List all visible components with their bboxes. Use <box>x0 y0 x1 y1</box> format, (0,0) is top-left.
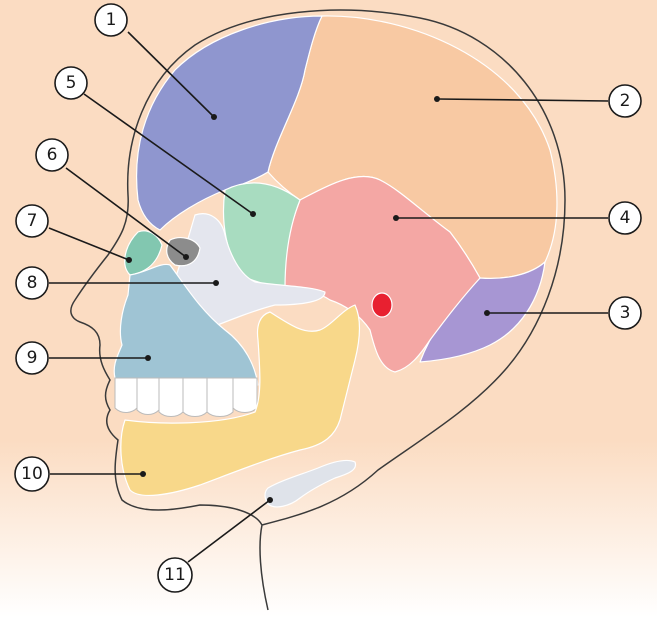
label-3: 3 <box>620 303 631 323</box>
label-1: 1 <box>106 10 117 30</box>
label-10: 10 <box>21 464 43 484</box>
label-2: 2 <box>620 91 631 111</box>
label-9: 9 <box>27 348 38 368</box>
label-4: 4 <box>620 208 631 228</box>
label-7: 7 <box>27 211 38 231</box>
ear-canal <box>372 293 392 317</box>
label-6: 6 <box>47 145 58 165</box>
label-5: 5 <box>66 73 77 93</box>
label-8: 8 <box>27 273 38 293</box>
label-11: 11 <box>164 565 186 585</box>
